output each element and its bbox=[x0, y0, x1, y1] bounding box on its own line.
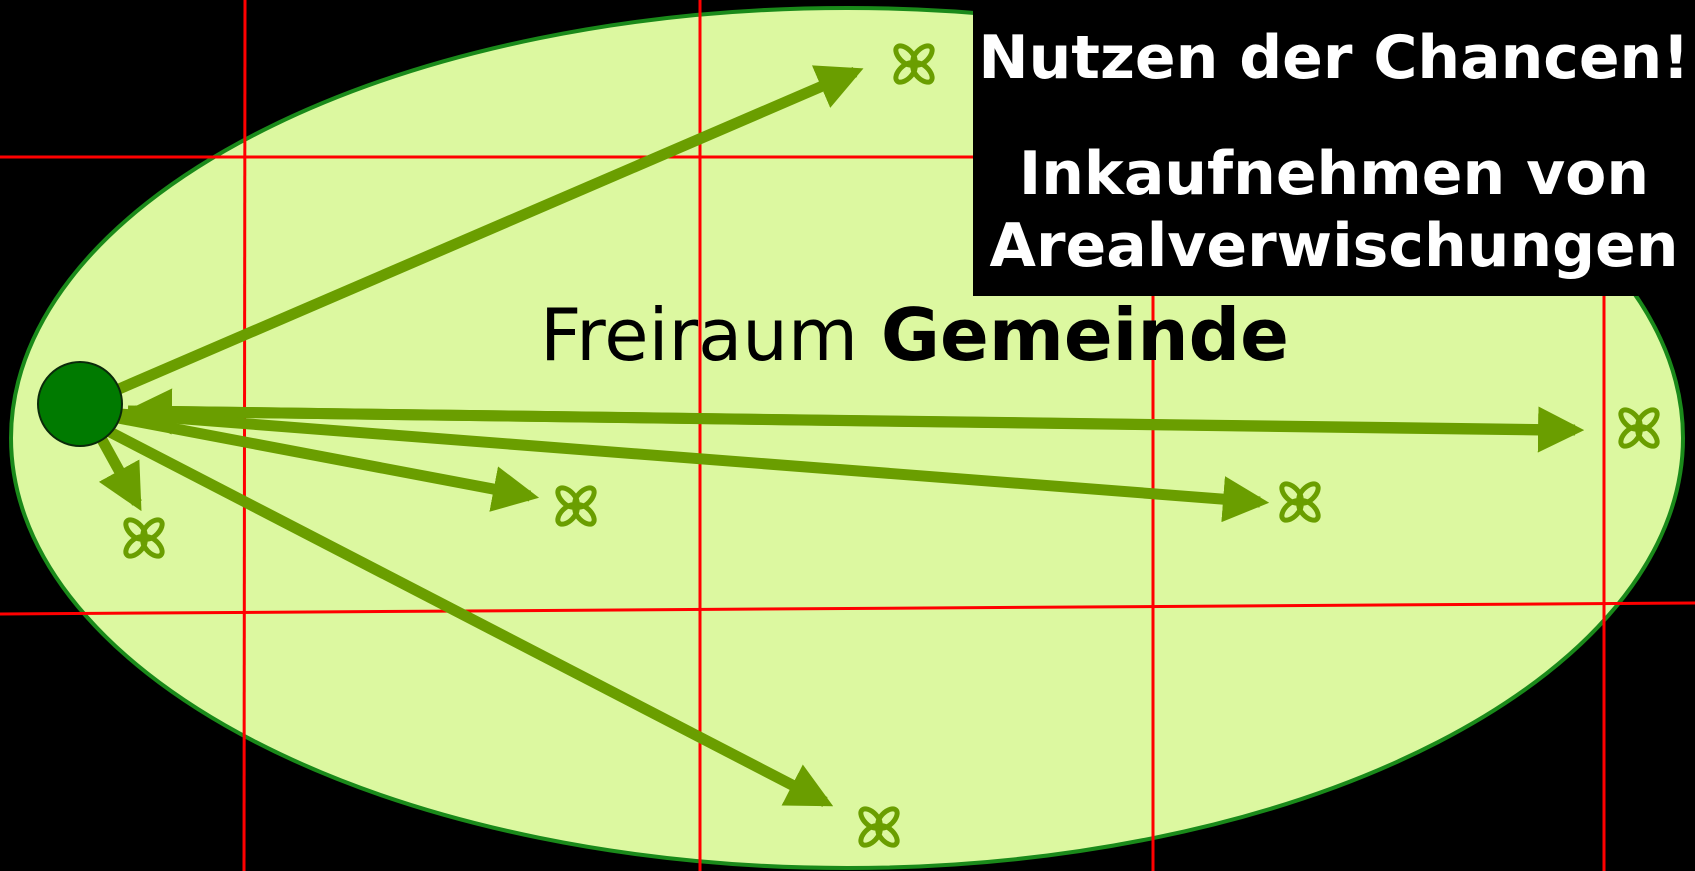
arrow-to-top bbox=[109, 65, 864, 398]
arrow-to-near bbox=[95, 433, 142, 512]
arrow-to-right-middle bbox=[119, 408, 1270, 523]
callout-line-2: Inkaufnehmen von Arealverwischungen bbox=[989, 139, 1679, 281]
arrow-to-middle bbox=[116, 412, 540, 512]
freiraum-gemeinde-label: Freiraum Gemeinde bbox=[540, 290, 1289, 380]
origin-node bbox=[37, 361, 123, 447]
grid-line-vertical-1 bbox=[242, 0, 247, 871]
arrow-back-to-origin bbox=[125, 388, 1541, 436]
grid-line-horizontal-2 bbox=[0, 601, 1695, 616]
label-bold: Gemeinde bbox=[880, 293, 1289, 377]
callout-box: Nutzen der Chancen! Inkaufnehmen von Are… bbox=[973, 0, 1695, 296]
arrow-to-bottom bbox=[107, 427, 834, 807]
arrows bbox=[95, 65, 1585, 807]
label-regular: Freiraum bbox=[540, 293, 858, 377]
callout-line-1: Nutzen der Chancen! bbox=[978, 23, 1690, 93]
